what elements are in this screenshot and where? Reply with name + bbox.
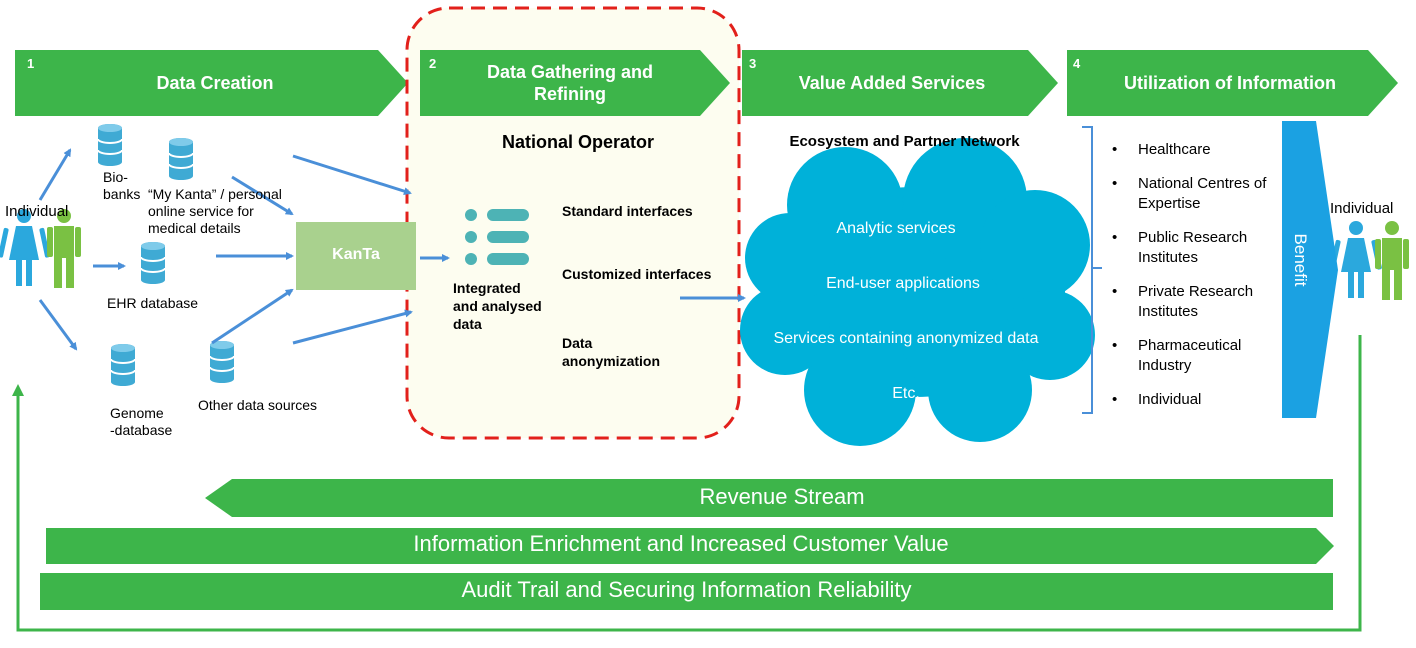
kanta-box (296, 222, 416, 290)
audit-trail-label: Audit Trail and Securing Information Rel… (461, 577, 912, 602)
cloud-item-analytic: Analytic services (836, 220, 956, 237)
utilization-item: Pharmaceutical Industry (1112, 336, 1282, 376)
enrichment-label: Information Enrichment and Increased Cus… (413, 531, 949, 556)
audit-band (40, 573, 1333, 610)
kanta-label: KanTa (332, 246, 380, 263)
person-man-left-icon (47, 209, 81, 288)
revenue-stream-label: Revenue Stream (699, 484, 865, 509)
stage-2-title: Data Gathering and Refining (486, 62, 654, 104)
cloud-item-end-user: End-user applications (826, 275, 980, 292)
biobanks-label: Bio- banks (103, 169, 141, 202)
genome-label: Genome -database (110, 405, 173, 438)
person-woman-right-icon (1329, 221, 1383, 298)
flow-arrows (38, 148, 746, 351)
ehr-db-icon (140, 241, 166, 285)
national-operator-title: National Operator (501, 132, 655, 152)
stage-3-chevron (742, 50, 1058, 116)
stage-4-title: Utilization of Information (1124, 73, 1336, 93)
utilization-item: Public Research Institutes (1112, 228, 1282, 268)
ehr-label: EHR database (107, 295, 199, 311)
individual-right-label: Individual (1330, 200, 1394, 217)
integrated-data-label: Integrated and analysed data (453, 280, 542, 332)
customized-interfaces-label: Customized interfaces (562, 266, 712, 282)
benefit-arrow (1282, 121, 1338, 418)
stage-2-number: 2 (429, 56, 437, 71)
cloud-item-anonymized: Services containing anonymized data (773, 330, 1039, 347)
feedback-loop (12, 335, 1362, 632)
standard-interfaces-label: Standard interfaces (562, 203, 693, 219)
person-man-right-icon (1375, 221, 1409, 300)
person-woman-left-icon (0, 209, 51, 286)
data-anonymization-label: Data anonymization (562, 335, 661, 369)
stage-1-chevron (15, 50, 408, 116)
other-sources-db-icon (209, 340, 235, 384)
utilization-item: Individual (1112, 390, 1282, 410)
genome-db-icon (110, 343, 136, 387)
stage-4-chevron (1067, 50, 1398, 116)
ecosystem-title: Ecosystem and Partner Network (789, 133, 1020, 150)
individual-left-label: Individual (5, 203, 69, 220)
stage-3-title: Value Added Services (798, 73, 986, 93)
integrated-data-icon (465, 209, 529, 265)
utilization-item: National Centres of Expertise (1112, 174, 1282, 214)
my-kanta-label: “My Kanta” / personal online service for… (148, 186, 282, 236)
stage-1-number: 1 (27, 56, 35, 71)
utilization-item: Private Research Institutes (1112, 282, 1282, 322)
stage-1-title: Data Creation (156, 73, 274, 93)
ecosystem-cloud (740, 138, 1095, 446)
utilization-list: Healthcare National Centres of Expertise… (1112, 140, 1282, 424)
cloud-item-etc: Etc. (892, 385, 920, 402)
biobanks-db-icon (97, 123, 123, 167)
enrichment-band (46, 528, 1334, 564)
stage-4-number: 4 (1073, 56, 1081, 71)
benefit-label: Benefit (1291, 233, 1310, 287)
utilization-item: Healthcare (1112, 140, 1282, 160)
utilization-bracket (1082, 126, 1102, 414)
other-sources-label: Other data sources (198, 397, 318, 413)
stage-3-number: 3 (749, 56, 757, 71)
revenue-band (205, 479, 1333, 517)
my-kanta-db-icon (168, 137, 194, 181)
